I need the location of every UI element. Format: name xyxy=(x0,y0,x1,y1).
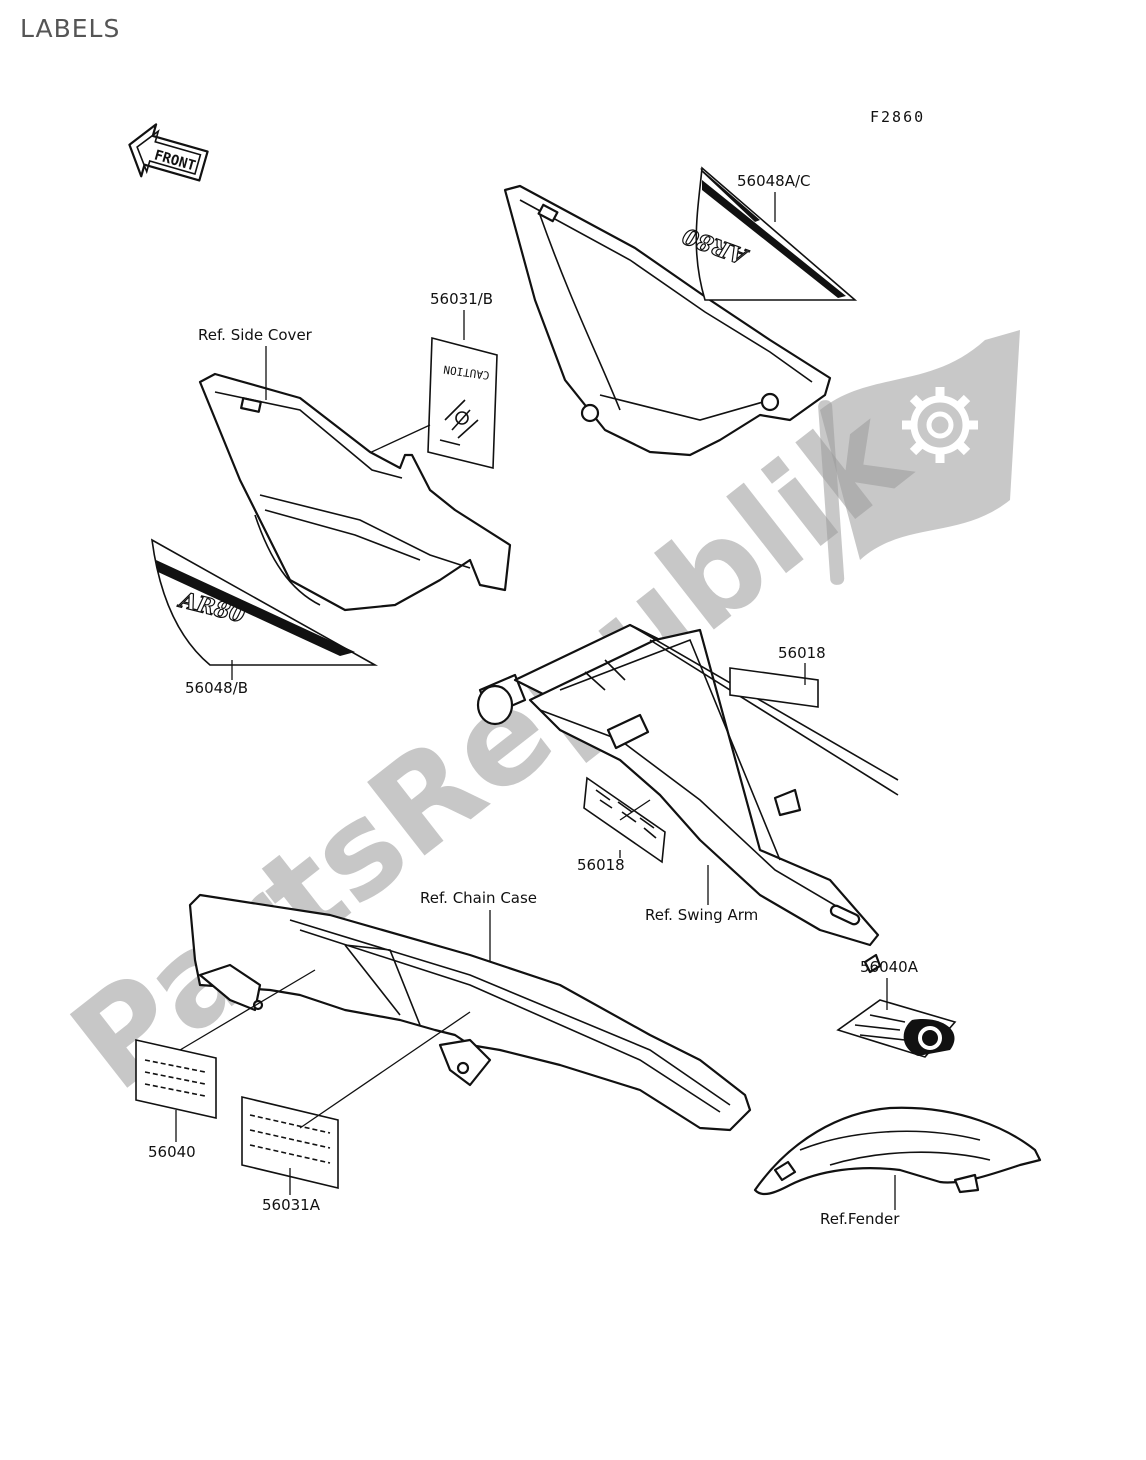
leader-56031a-to-case xyxy=(299,1011,471,1129)
callout-56031b: 56031/B xyxy=(430,290,493,308)
swing-arm xyxy=(476,623,899,974)
decal-56048ac: AR80 xyxy=(678,166,858,301)
decal-56018-top xyxy=(729,667,819,708)
gear-icon xyxy=(902,387,978,463)
callout-56040a: 56040A xyxy=(860,958,919,976)
leader-56040-to-case xyxy=(179,969,316,1051)
decal-56048b: AR80 xyxy=(150,538,379,666)
leader-caution-to-cover xyxy=(364,424,431,456)
page-title: LABELS xyxy=(20,14,121,43)
label-ref-fender: Ref.Fender xyxy=(820,1210,900,1228)
leader-56018-mid-b xyxy=(619,799,651,821)
callout-56048ac: 56048A/C xyxy=(737,172,811,190)
right-side-cover xyxy=(503,184,832,457)
callout-56018-mid: 56018 xyxy=(577,856,625,874)
decal-56031b: CAUTION xyxy=(427,336,498,470)
decal-56018-mid xyxy=(583,776,666,864)
callout-56018-top: 56018 xyxy=(778,644,826,662)
watermark-pole xyxy=(818,400,845,585)
label-ref-chain-case: Ref. Chain Case xyxy=(420,889,537,907)
decal-56040a xyxy=(836,999,957,1058)
rear-fender xyxy=(753,1106,1042,1196)
decal-56040 xyxy=(135,1039,217,1119)
label-ref-swing-arm: Ref. Swing Arm xyxy=(645,906,758,924)
callout-56048b: 56048/B xyxy=(185,679,248,697)
front-arrow-icon: FRONT xyxy=(128,123,209,182)
diagram-code: F2860 xyxy=(870,108,925,126)
decal-56031a xyxy=(241,1095,339,1190)
left-side-cover xyxy=(198,372,512,612)
callout-56040: 56040 xyxy=(148,1143,196,1161)
callout-56031a: 56031A xyxy=(262,1196,321,1214)
label-ref-side-cover: Ref. Side Cover xyxy=(198,326,313,344)
caution-text: CAUTION xyxy=(443,363,491,382)
